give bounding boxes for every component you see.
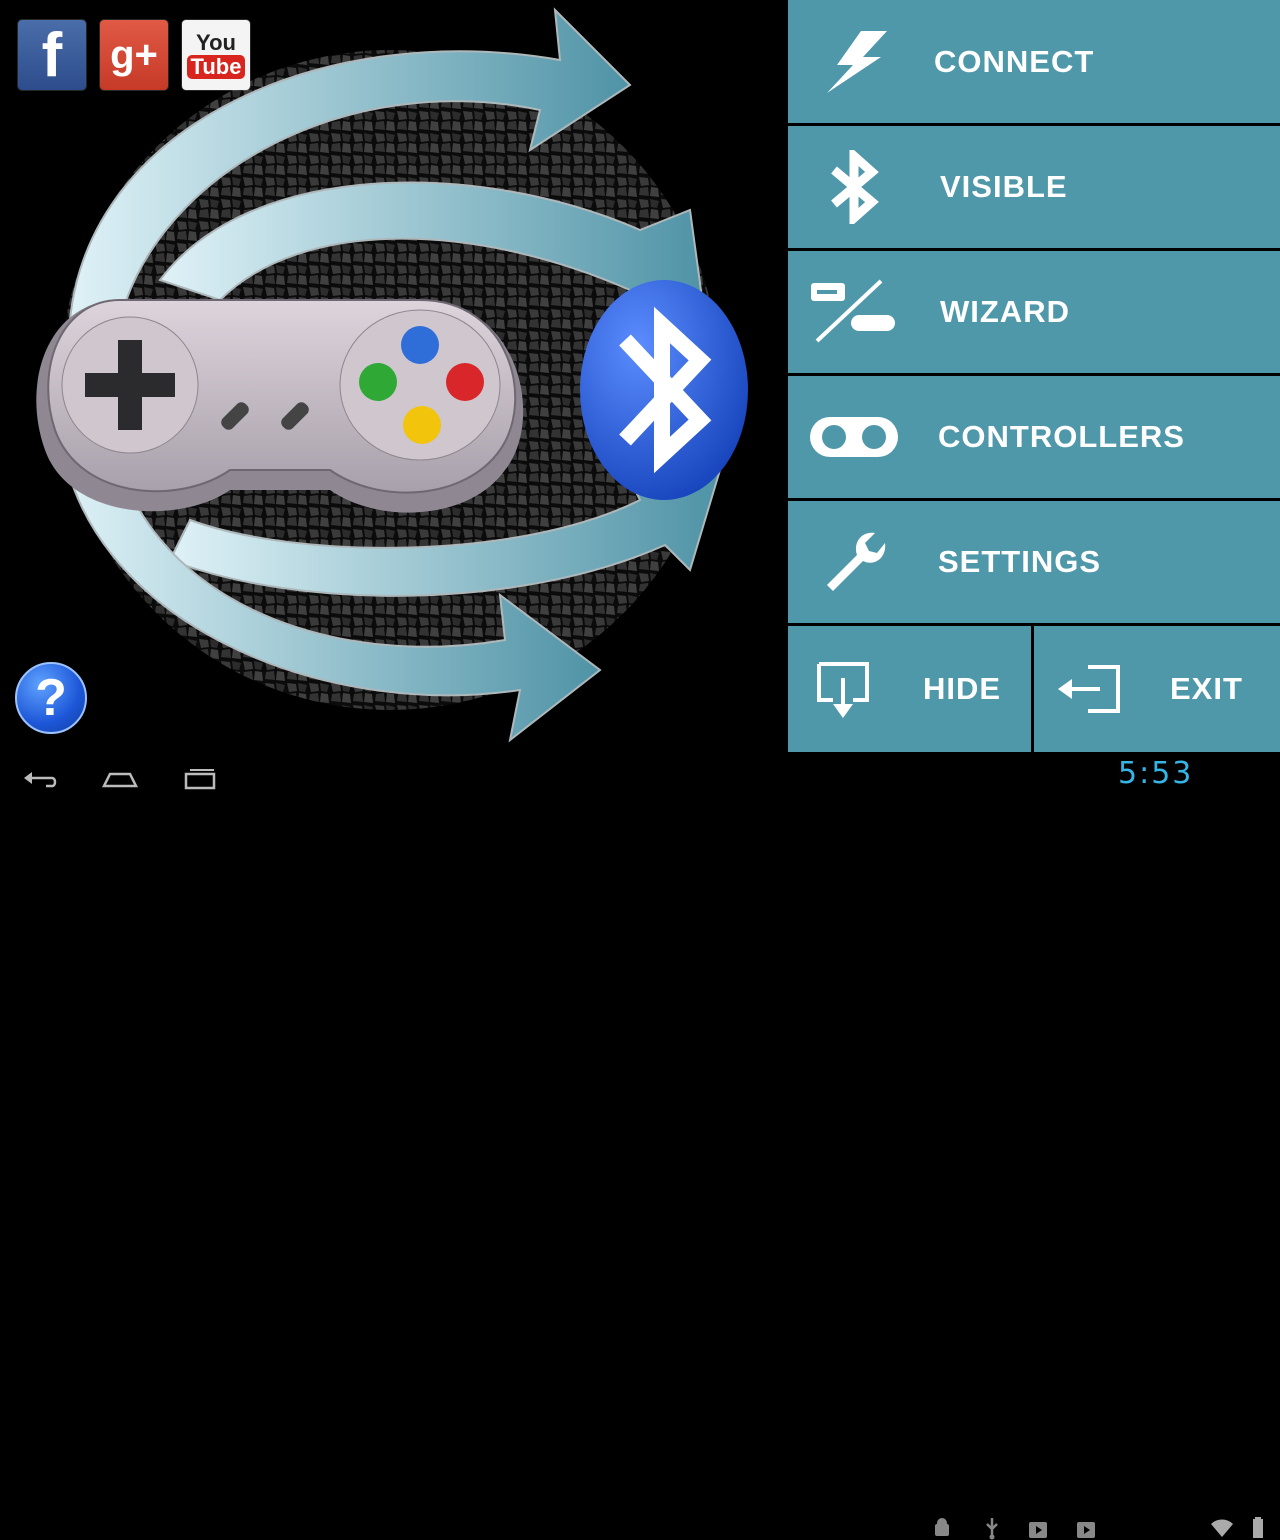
- exit-icon: [1054, 654, 1124, 724]
- controllers-icon: [806, 389, 902, 485]
- usb-icon: [986, 1518, 998, 1540]
- back-icon[interactable]: [20, 762, 60, 792]
- app-artwork: f g+ You Tube ?: [0, 0, 788, 752]
- home-icon[interactable]: [100, 762, 140, 792]
- google-plus-icon[interactable]: g+: [100, 20, 168, 90]
- hide-icon: [808, 654, 878, 724]
- exit-button[interactable]: EXIT: [1034, 626, 1280, 752]
- connect-button[interactable]: CONNECT: [788, 0, 1280, 123]
- visible-label: VISIBLE: [940, 169, 1068, 204]
- google-plus-glyph: g+: [110, 32, 158, 77]
- settings-label: SETTINGS: [938, 544, 1102, 579]
- recent-apps-icon[interactable]: [180, 762, 220, 792]
- exit-label: EXIT: [1170, 671, 1243, 706]
- wifi-icon: [1211, 1519, 1233, 1537]
- youtube-icon[interactable]: You Tube: [182, 20, 250, 90]
- wizard-button[interactable]: WIZARD: [788, 251, 1280, 373]
- wrench-icon: [806, 514, 902, 610]
- status-clock: 5:53: [1118, 756, 1194, 791]
- connect-label: CONNECT: [934, 43, 1095, 79]
- system-navigation-bar: [0, 752, 1280, 1540]
- facebook-glyph: f: [41, 20, 63, 90]
- lightning-icon: [806, 14, 902, 110]
- controllers-button[interactable]: CONTROLLERS: [788, 376, 1280, 498]
- hide-button[interactable]: HIDE: [788, 626, 1031, 752]
- play-store-icon: [1029, 1522, 1047, 1538]
- visible-button[interactable]: VISIBLE: [788, 126, 1280, 248]
- help-glyph: ?: [35, 669, 67, 727]
- wizard-icon: [806, 264, 902, 360]
- settings-button[interactable]: SETTINGS: [788, 501, 1280, 623]
- bluetooth-icon: [806, 139, 902, 235]
- bluetooth-badge-icon: [580, 280, 748, 500]
- android-debug-icon: [935, 1518, 949, 1536]
- battery-icon: [1253, 1517, 1263, 1538]
- controllers-label: CONTROLLERS: [938, 419, 1185, 454]
- help-icon[interactable]: ?: [15, 662, 87, 734]
- hide-label: HIDE: [923, 671, 1002, 706]
- facebook-icon[interactable]: f: [18, 20, 86, 90]
- youtube-line1: You: [196, 30, 236, 55]
- mosaic-background: [36, 7, 748, 743]
- gamepad-icon: [36, 299, 524, 513]
- youtube-line2: Tube: [186, 55, 246, 79]
- main-menu: CONNECT VISIBLE WIZARD CONTROLLERS: [788, 0, 1280, 752]
- wizard-label: WIZARD: [940, 294, 1070, 329]
- play-store-icon-2: [1077, 1522, 1095, 1538]
